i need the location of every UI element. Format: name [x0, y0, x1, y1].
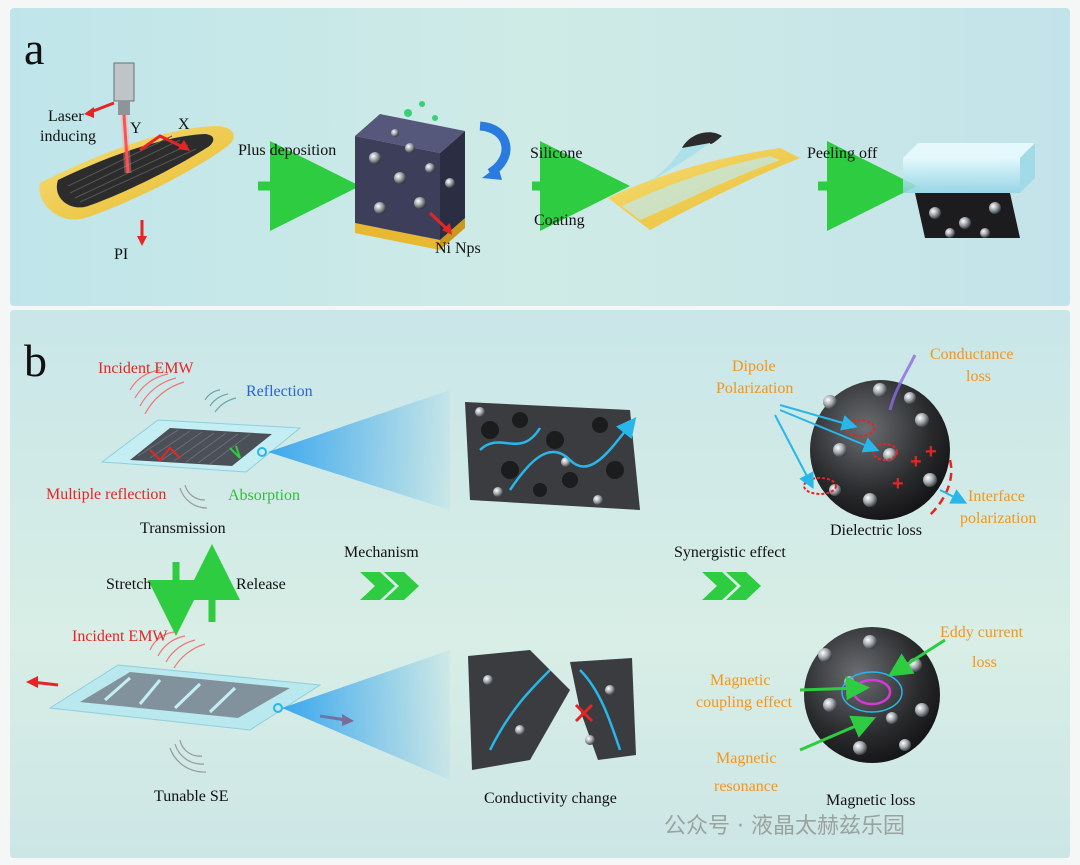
- coated-film: [608, 132, 800, 230]
- magnetic-sphere: [804, 627, 940, 763]
- top-film: [100, 419, 302, 473]
- mag-coupling-line2: coupling effect: [696, 694, 793, 711]
- step-plus-deposition: Plus deposition: [238, 142, 337, 159]
- magnetic-pointers: [799, 638, 946, 752]
- absorption-label: Absorption: [228, 487, 300, 504]
- eddy-label-line1: Eddy current: [940, 624, 1024, 641]
- reflection-label: Reflection: [246, 383, 313, 400]
- mag-resonance-line2: resonance: [714, 778, 778, 795]
- panel-b-label: b: [24, 335, 47, 386]
- panel-a-label: a: [24, 23, 45, 74]
- laser-label-line2: inducing: [40, 128, 96, 145]
- conductance-label-line2: loss: [966, 368, 991, 385]
- panel-b-illustrations: + + +: [26, 354, 968, 780]
- incident-emw-bottom: Incident EMW: [72, 628, 168, 645]
- ni-nps-label: Ni Nps: [435, 240, 481, 257]
- bottom-film: [48, 664, 322, 731]
- laser-head: [113, 62, 135, 174]
- magnetic-loss-label: Magnetic loss: [826, 792, 916, 809]
- microstructure-top: [465, 402, 640, 510]
- incident-emw-top: Incident EMW: [98, 360, 194, 377]
- laser-label-line1: Laser: [48, 108, 84, 125]
- svg-text:+: +: [892, 473, 904, 495]
- tunable-waves: [169, 739, 207, 773]
- multiple-reflection-label: Multiple reflection: [46, 486, 167, 503]
- peeled-block: [903, 143, 1035, 238]
- pi-label: PI: [114, 246, 129, 263]
- eddy-label-line2: loss: [972, 654, 997, 671]
- transmission-label: Transmission: [140, 520, 226, 537]
- dielectric-loss-label: Dielectric loss: [830, 522, 922, 539]
- release-label: Release: [236, 576, 286, 593]
- interface-label-line1: Interface: [968, 488, 1025, 505]
- mechanism-label: Mechanism: [344, 544, 419, 561]
- stretch-label: Stretch: [106, 576, 152, 593]
- axis-x-label: X: [178, 116, 190, 133]
- step-coating: Coating: [534, 212, 585, 229]
- axis-y-label: Y: [130, 120, 142, 137]
- xy-axis-arrows: [139, 134, 186, 152]
- interface-label-line2: polarization: [960, 510, 1037, 527]
- mechanism-chevrons: [360, 572, 419, 600]
- synergy-chevrons: [702, 572, 761, 600]
- dipole-label-line1: Dipole: [732, 358, 776, 375]
- transmission-waves: [179, 484, 208, 509]
- step-peeling-off: Peeling off: [807, 145, 878, 162]
- dipole-label-line2: Polarization: [716, 380, 794, 397]
- synergistic-effect-label: Synergistic effect: [674, 544, 786, 561]
- incident-waves-bottom: [149, 631, 206, 669]
- nps-pointer: [428, 211, 450, 232]
- panel-b: + + + b Incident EMW: [10, 310, 1070, 858]
- conductivity-change-label: Conductivity change: [484, 790, 617, 807]
- incident-waves-top: [129, 369, 185, 415]
- zoom-beam-bottom: [282, 650, 450, 780]
- panel-a: a Laser inducing Y X PI Plus deposition …: [10, 8, 1070, 306]
- dipole-pointers: [774, 404, 968, 504]
- conductance-label-line1: Conductance: [930, 346, 1014, 363]
- panel-a-illustrations: [39, 62, 1035, 250]
- mag-resonance-line1: Magnetic: [716, 750, 777, 767]
- mag-coupling-line1: Magnetic: [710, 672, 771, 689]
- watermark: 公众号 · 液晶太赫兹乐园: [664, 814, 905, 839]
- deposition-cube: [355, 101, 511, 250]
- microstructure-bottom: [468, 650, 636, 770]
- step-silicone: Silicone: [530, 145, 583, 162]
- tunable-se-label: Tunable SE: [154, 788, 229, 805]
- svg-text:+: +: [925, 441, 937, 463]
- reflection-waves: [204, 389, 237, 413]
- svg-text:+: +: [910, 451, 922, 473]
- dielectric-sphere: + + +: [803, 354, 953, 520]
- zoom-beam-top: [268, 390, 450, 510]
